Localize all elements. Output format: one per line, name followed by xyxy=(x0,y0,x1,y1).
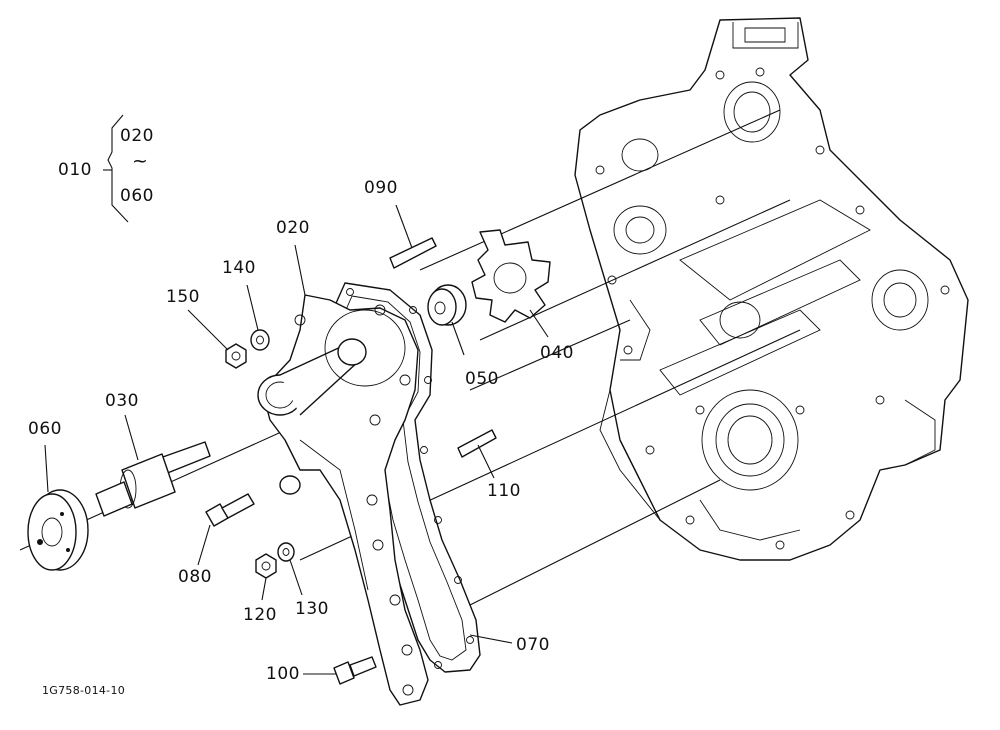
assembly-bracket xyxy=(103,114,129,223)
label-140: 140 xyxy=(222,258,256,278)
label-110: 110 xyxy=(487,481,521,501)
label-120: 120 xyxy=(243,605,277,625)
bolt-100 xyxy=(333,656,377,685)
label-150: 150 xyxy=(166,287,200,307)
label-070: 070 xyxy=(516,635,550,655)
label-020-range-start: 020 xyxy=(120,126,154,146)
label-010: 010 xyxy=(58,160,92,180)
leader-lines xyxy=(44,204,549,675)
label-080: 080 xyxy=(178,567,212,587)
nut-120 xyxy=(255,553,277,579)
label-060: 060 xyxy=(28,419,62,439)
impeller-040 xyxy=(471,229,551,323)
washer-140 xyxy=(250,329,270,351)
flange-060 xyxy=(27,489,89,571)
gear-case xyxy=(574,17,969,561)
label-090: 090 xyxy=(364,178,398,198)
stud-090 xyxy=(389,237,437,269)
pump-body-020 xyxy=(257,294,429,706)
label-030: 030 xyxy=(105,391,139,411)
figure-code: 1G758-014-10 xyxy=(42,684,126,697)
seal-050 xyxy=(427,284,467,326)
label-050: 050 xyxy=(465,369,499,389)
nut-150 xyxy=(225,343,247,369)
label-tilde: ~ xyxy=(132,150,149,172)
washer-130 xyxy=(277,542,295,562)
label-040: 040 xyxy=(540,343,574,363)
shaft-bearing-030 xyxy=(95,441,211,517)
label-020: 020 xyxy=(276,218,310,238)
stud-110 xyxy=(457,429,497,458)
bolt-080 xyxy=(205,493,255,527)
label-130: 130 xyxy=(295,599,329,619)
label-100: 100 xyxy=(266,664,300,684)
label-060-range-end: 060 xyxy=(120,186,154,206)
